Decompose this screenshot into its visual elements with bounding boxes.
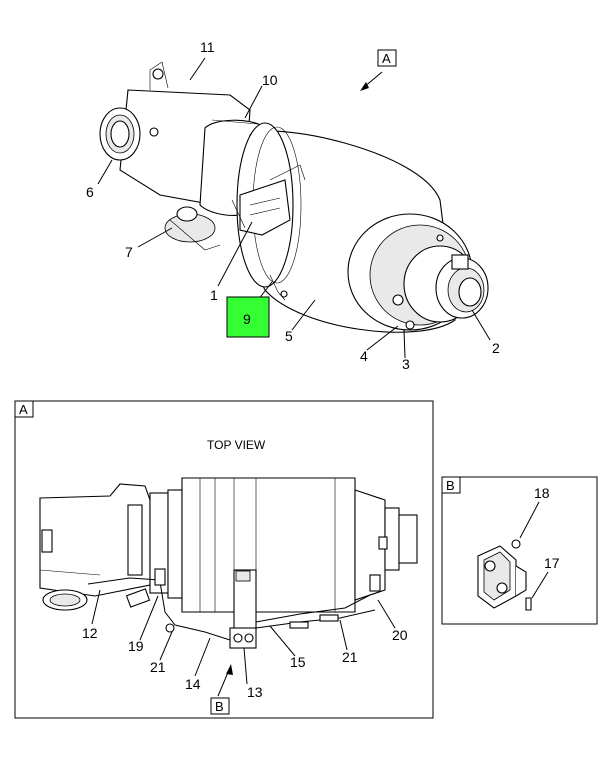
callout-7: 7 <box>125 244 133 260</box>
main-assembly <box>99 61 489 333</box>
callout-17: 17 <box>544 555 560 571</box>
panel-b-sensor <box>477 539 532 611</box>
callout-5: 5 <box>285 328 293 344</box>
callout-21-left: 21 <box>150 659 166 675</box>
panel-a-tag <box>14 400 34 418</box>
callout-18: 18 <box>534 485 550 501</box>
panel-b-tag-label: B <box>446 478 455 493</box>
view-b-ref-label: B <box>215 699 224 714</box>
callout-15: 15 <box>290 654 306 670</box>
callout-21-right: 21 <box>342 649 358 665</box>
view-b-ref-box <box>210 697 230 715</box>
callout-6: 6 <box>86 184 94 200</box>
panel-b-tag <box>441 476 461 494</box>
view-arrow-icon <box>360 82 369 91</box>
panel-a-tag-label: A <box>19 402 28 417</box>
callout-4: 4 <box>360 348 368 364</box>
callout-10: 10 <box>262 72 278 88</box>
view-a-ref-label: A <box>382 51 391 66</box>
panel-a-leader-lines <box>91 589 396 697</box>
view-a-ref-box <box>377 49 397 67</box>
leader-17 <box>531 571 549 599</box>
callout-14: 14 <box>185 676 201 692</box>
callout-1: 1 <box>210 287 218 303</box>
callout-12: 12 <box>82 625 98 641</box>
callout-3: 3 <box>402 356 410 372</box>
panel-b-frame <box>441 476 598 625</box>
top-view-title: TOP VIEW <box>207 438 266 452</box>
highlight-box <box>226 296 270 338</box>
callout-9: 9 <box>243 311 251 327</box>
top-view-assembly <box>39 477 418 649</box>
callout-20: 20 <box>392 627 408 643</box>
callout-13: 13 <box>247 684 263 700</box>
callout-19: 19 <box>128 638 144 654</box>
callout-11: 11 <box>200 39 215 55</box>
callout-2: 2 <box>492 340 500 356</box>
view-b-arrow-icon <box>226 664 233 675</box>
leader-18 <box>519 501 540 539</box>
